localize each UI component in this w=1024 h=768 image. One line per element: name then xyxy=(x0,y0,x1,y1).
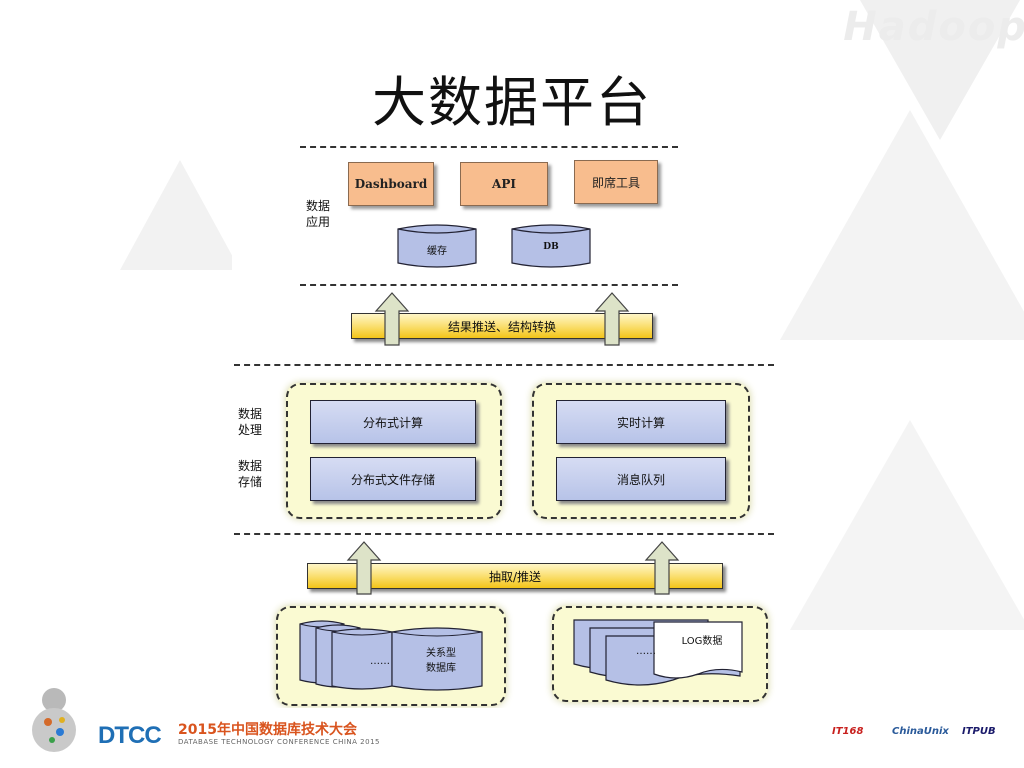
background-triangle xyxy=(790,420,1024,630)
app-layer-label-line: 应用 xyxy=(306,215,331,229)
adhoc-tool-box: 即席工具 xyxy=(574,160,658,204)
conference-subtitle: DATABASE TECHNOLOGY CONFERENCE CHINA 201… xyxy=(178,738,380,746)
processing-layer-label: 数据 处理 xyxy=(238,406,270,438)
layer-divider xyxy=(234,533,774,535)
distributed-file-storage-box: 分布式文件存储 xyxy=(310,457,476,501)
db-store-label: DB xyxy=(543,242,559,252)
sponsor-logo-it168: IT168 xyxy=(832,726,864,737)
cache-store-label: 缓存 xyxy=(427,246,447,257)
sponsor-logo-chinaunix: ChinaUnix xyxy=(892,726,949,737)
processing-layer-label-line: 数据 xyxy=(238,407,263,421)
up-arrow-icon xyxy=(346,541,382,595)
dtcc-logo: DTCC xyxy=(98,722,162,749)
database-stack-icon xyxy=(299,620,483,691)
layer-divider xyxy=(234,364,774,366)
document-stack-icon xyxy=(573,619,743,686)
app-layer-label-line: 数据 xyxy=(306,199,331,213)
up-arrow-icon xyxy=(644,541,680,595)
realtime-compute-box: 实时计算 xyxy=(556,400,726,444)
background-triangle xyxy=(120,160,240,270)
sponsor-logo-itpub: ITPUB xyxy=(962,726,996,737)
app-layer-label: 数据 应用 xyxy=(306,198,338,230)
db-ellipsis: …… xyxy=(370,656,390,667)
up-arrow-icon xyxy=(594,292,630,346)
storage-layer-label: 数据 存储 xyxy=(238,458,270,490)
api-box: API xyxy=(460,162,548,206)
layer-divider xyxy=(300,284,678,286)
relational-db-label-line: 数据库 xyxy=(426,663,456,674)
relational-db-label: 关系型 数据库 xyxy=(406,644,476,674)
relational-db-label-line: 关系型 xyxy=(426,648,456,659)
distributed-compute-box: 分布式计算 xyxy=(310,400,476,444)
cache-store-cylinder xyxy=(397,224,477,268)
conference-title: 2015年中国数据库技术大会 xyxy=(178,722,357,738)
watermark-text: Hadoop xyxy=(843,4,1024,50)
processing-layer-label-line: 处理 xyxy=(238,423,263,437)
log-ellipsis: …… xyxy=(636,646,656,657)
up-arrow-icon xyxy=(374,292,410,346)
db-store-cylinder xyxy=(511,224,591,268)
message-queue-box: 消息队列 xyxy=(556,457,726,501)
background-triangle xyxy=(860,0,1020,140)
footer xyxy=(0,708,1024,768)
dashboard-box: Dashboard xyxy=(348,162,434,206)
slide-title: 大数据平台 xyxy=(372,71,652,134)
log-data-label: LOG数据 xyxy=(681,636,723,647)
storage-layer-label-line: 存储 xyxy=(238,475,263,489)
transform-bar: 结果推送、结构转换 xyxy=(351,313,653,339)
layer-divider xyxy=(300,146,678,148)
extract-bar: 抽取/推送 xyxy=(307,563,723,589)
background-triangle xyxy=(780,110,1024,340)
storage-layer-label-line: 数据 xyxy=(238,459,263,473)
conference-mascot-logo xyxy=(32,688,76,752)
